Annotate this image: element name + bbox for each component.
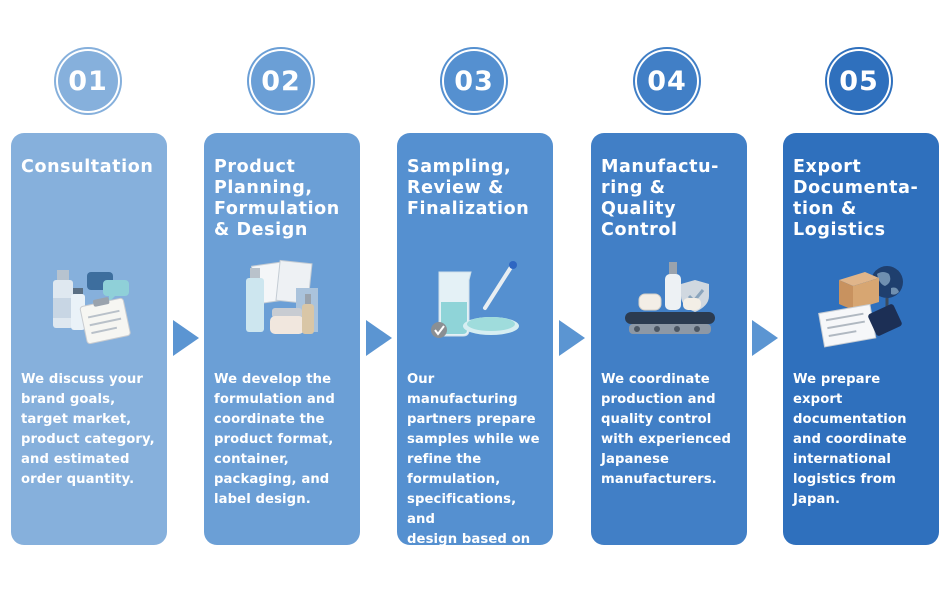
step-title-4: Manufactu- ring & Quality Control [601, 157, 720, 240]
lab-beaker-petri-icon [431, 261, 519, 338]
step-card-3: Sampling, Review & Finalization Our manu… [397, 133, 553, 567]
step-description-4: We coordinate production and quality con… [601, 372, 731, 487]
step-description-3: Our manufacturing partners prepare sampl… [407, 372, 540, 567]
step-number-badge-5: 05 [829, 51, 889, 111]
step-title-1: Consultation [21, 157, 154, 177]
step-number-2: 02 [261, 65, 301, 97]
step-description-5: We prepare export documentation and coor… [793, 372, 907, 507]
arrow-right-icon-3 [559, 320, 585, 356]
conveyor-quality-shield-icon [625, 262, 715, 334]
step-title-3: Sampling, Review & Finalization [407, 157, 530, 219]
step-title-5: Export Documenta- tion & Logistics [793, 157, 919, 240]
step-card-5: Export Documenta- tion & Logistics We pr… [783, 133, 939, 545]
step-card-1: Consultation We discuss your brand goals… [11, 133, 167, 545]
step-card-4: Manufactu- ring & Quality Control We coo… [591, 133, 747, 545]
step-description-1: We discuss your brand goals, target mark… [21, 372, 155, 487]
globe-box-documents-icon [818, 266, 903, 348]
step-number-1: 01 [68, 65, 108, 97]
step-number-3: 03 [454, 65, 494, 97]
step-title-2: Product Planning, Formulation & Design [214, 157, 340, 240]
step-number-4: 04 [647, 65, 687, 97]
step-number-badge-4: 04 [637, 51, 697, 111]
arrow-right-icon-1 [173, 320, 199, 356]
step-number-badge-1: 01 [58, 51, 118, 111]
consultation-cosmetics-icon [53, 270, 131, 345]
arrow-right-icon-4 [752, 320, 778, 356]
step-number-5: 05 [839, 65, 879, 97]
arrow-right-icon-2 [366, 320, 392, 356]
step-card-2: Product Planning, Formulation & Design W… [204, 133, 360, 545]
product-planning-bottles-icon [246, 259, 318, 334]
step-number-badge-2: 02 [251, 51, 311, 111]
step-description-2: We develop the formulation and coordinat… [214, 372, 335, 507]
step-number-badge-3: 03 [444, 51, 504, 111]
